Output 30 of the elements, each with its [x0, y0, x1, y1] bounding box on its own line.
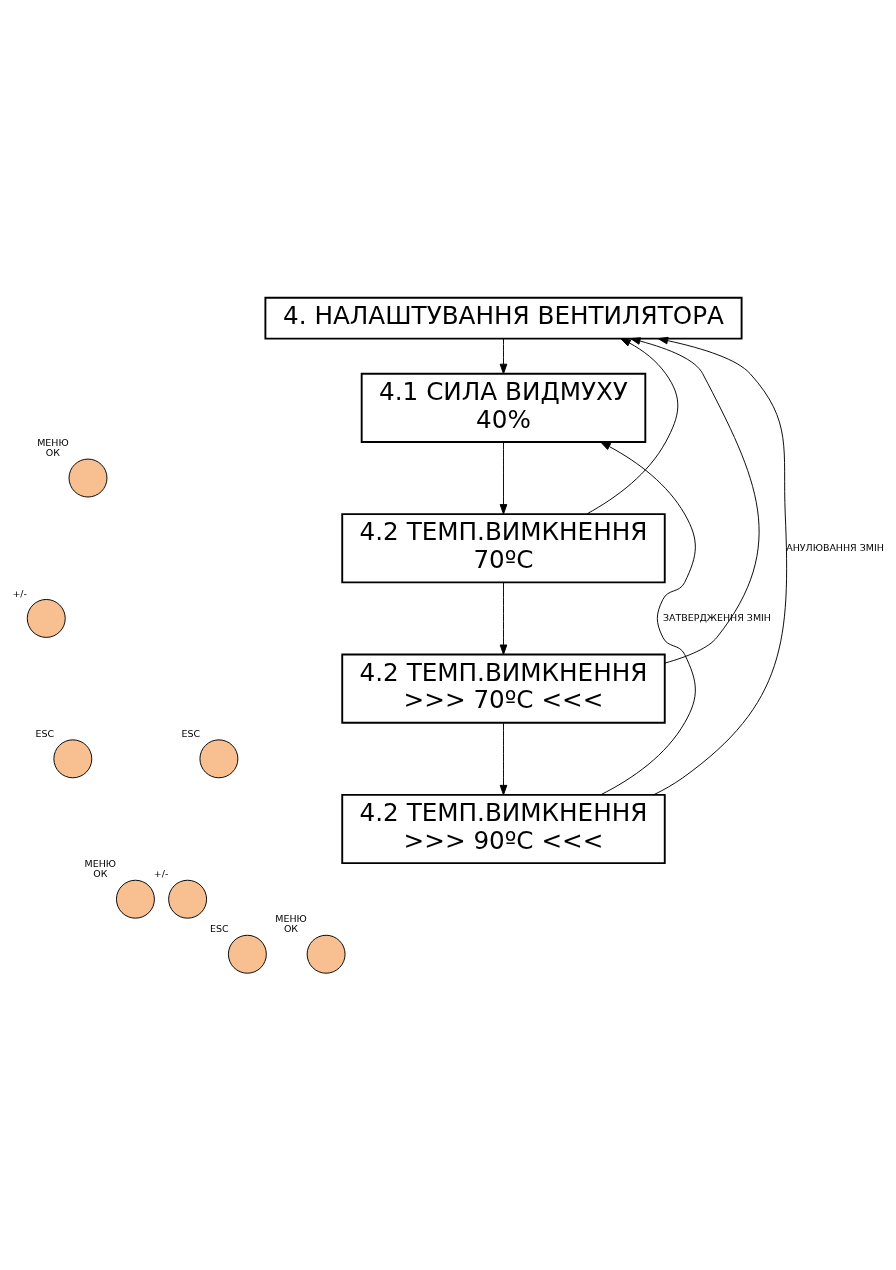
node-circle [68, 458, 108, 497]
arrow [499, 722, 508, 795]
node-box: 4. НАЛАШТУВАННЯ ВЕНТИЛЯТОРА [264, 296, 743, 340]
node-circle [116, 879, 155, 919]
arrow [630, 336, 760, 664]
node-label: +/- [12, 587, 27, 599]
node-box: 4.2 ТЕМП.ВИМКНЕННЯ >>> 90ºC <<< [341, 793, 666, 864]
node-circle [53, 738, 93, 778]
node-label: МЕНЮ ОК [84, 857, 117, 879]
arrow [653, 336, 788, 795]
arrow [600, 441, 696, 795]
arrow [499, 337, 508, 374]
node-circle [168, 879, 208, 919]
arrow [499, 441, 508, 515]
node-circle [26, 598, 66, 638]
node-box: 4.1 СИЛА ВИДМУХУ 40% [360, 372, 647, 443]
edge-label: ЗАТВЕРДЖЕННЯ ЗМІН [662, 611, 771, 623]
node-label: ESC [210, 922, 229, 934]
node-label: МЕНЮ ОК [275, 912, 307, 934]
node-circle [199, 738, 239, 778]
node-label: ESC [181, 727, 201, 739]
node-label: +/- [153, 867, 169, 879]
node-box: 4.2 ТЕМП.ВИМКНЕННЯ >>> 70ºC <<< [341, 653, 666, 724]
node-circle [227, 934, 267, 974]
arrow [499, 581, 508, 655]
node-box: 4.2 ТЕМП.ВИМКНЕННЯ 70ºC [341, 512, 666, 583]
node-label: ESC [35, 727, 55, 739]
arrow [586, 337, 679, 514]
node-label: МЕНЮ ОК [37, 436, 69, 458]
node-circle [306, 934, 346, 974]
